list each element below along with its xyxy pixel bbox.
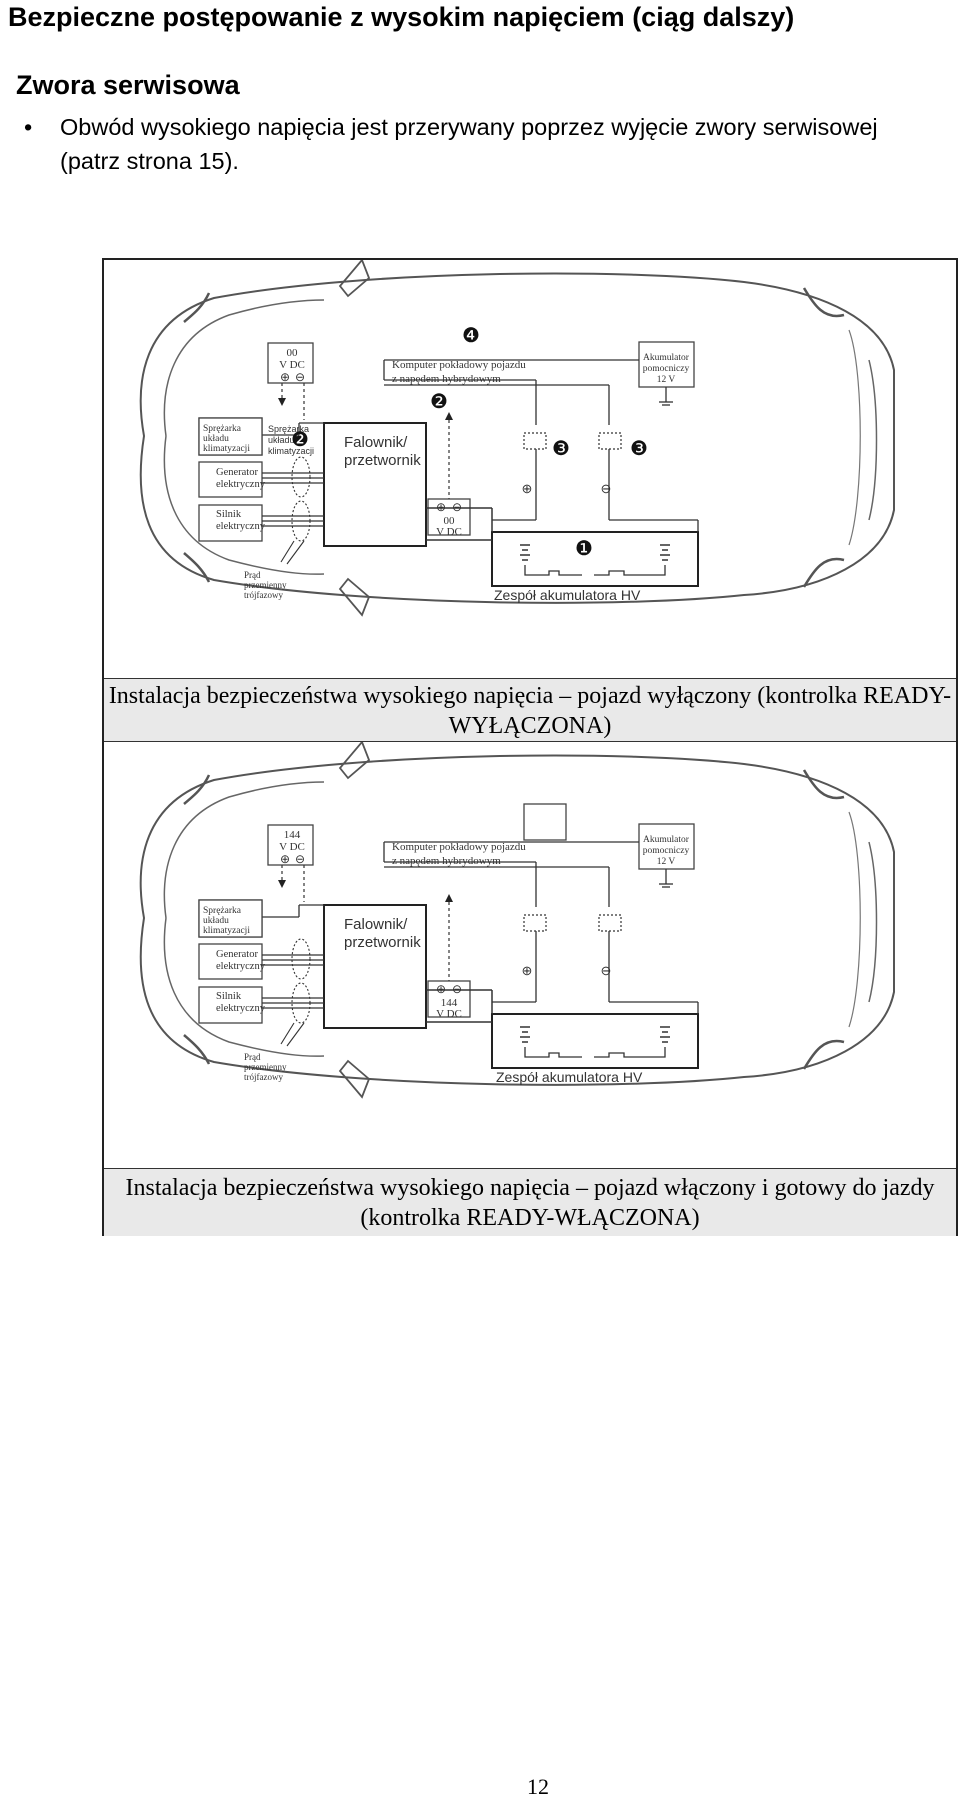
aux-battery-label-line-1: Akumulator [643, 835, 690, 845]
compressor-label-line-1: Sprężarka [203, 906, 242, 916]
marker-2-left-icon: ❷ [291, 427, 309, 451]
meter-inv-unit: V DC [436, 526, 462, 538]
diagram-labels: Sprężarka układu klimatyzacji Generator … [198, 323, 690, 603]
compressor-label-line-3: klimatyzacji [203, 926, 250, 936]
battery-minus-icon: ⊖ [601, 481, 612, 496]
computer-label-line-1: Komputer pokładowy pojazdu [392, 359, 526, 371]
caption-ready-on: Instalacja bezpieczeństwa wysokiego napi… [104, 1168, 956, 1236]
meter-top-unit: V DC [279, 841, 305, 853]
diagram-on-labels: Sprężarka układu klimatyzacji Generator … [203, 829, 690, 1085]
aux-battery-label-line-3: 12 V [657, 857, 676, 867]
compressor-label-line-1: Sprężarka [203, 424, 242, 434]
diagram-on: Sprężarka układu klimatyzacji Generator … [139, 742, 896, 1116]
diagram-off-labels: Sprężarka układu klimatyzacji Generator … [198, 323, 690, 603]
meter-inv-value: 144 [441, 997, 458, 1009]
ac-label-line-1: Prąd [244, 570, 261, 580]
inverter-label-line-2: przetwornik [344, 452, 421, 469]
generator-label-line-2: elektryczny [216, 961, 266, 972]
page-title: Bezpieczne postępowanie z wysokim napięc… [8, 2, 795, 32]
meter-inv-plus-icon: ⊕ [436, 500, 446, 514]
computer-label-line-2: z napędem hybrydowym [392, 373, 501, 385]
marker-3-right-icon: ❸ [630, 436, 648, 460]
compressor-label-line-2: układu [203, 916, 229, 926]
hv-safety-figure: Sprężarka układu klimatyzacji Sprężarka … [102, 258, 958, 1236]
meter-top-minus-icon: ⊖ [295, 852, 305, 866]
battery-plus-icon: ⊕ [522, 963, 533, 978]
marker-3-left-icon: ❸ [552, 436, 570, 460]
hv-battery-label: Zespół akumulatora HV [496, 1069, 643, 1085]
compressor-label-3: klimatyzacji [268, 446, 314, 456]
motor-label-line-1: Silnik [216, 509, 242, 520]
computer-label-line-2: z napędem hybrydowym [392, 855, 501, 867]
ac-label-line-2: przemienny [244, 1062, 287, 1072]
motor-label-line-2: elektryczny [216, 1003, 266, 1014]
meter-top-value: 144 [284, 829, 301, 841]
marker-1-icon: ❶ [575, 536, 593, 560]
aux-battery-label-line-1: Akumulator [643, 353, 690, 363]
meter-top-minus-icon: ⊖ [295, 370, 305, 384]
aux-battery-label-line-2: pomocniczy [643, 364, 690, 374]
inverter-label-line-1: Falownik/ [344, 434, 408, 451]
generator-label-line-1: Generator [216, 467, 258, 478]
page-number: 12 [527, 1774, 549, 1799]
battery-minus-icon: ⊖ [601, 963, 612, 978]
meter-inv-minus-icon: ⊖ [452, 982, 462, 996]
battery-plus-icon: ⊕ [522, 481, 533, 496]
marker-2-computer-icon: ❷ [430, 389, 448, 413]
ac-label-line-2: przemienny [244, 580, 287, 590]
inverter-label-line-1: Falownik/ [344, 916, 408, 933]
meter-inv-plus-icon: ⊕ [436, 982, 446, 996]
ac-label-line-3: trójfazowy [244, 1072, 283, 1082]
meter-top-plus-icon: ⊕ [280, 370, 290, 384]
meter-inv-unit: V DC [436, 1008, 462, 1020]
compressor-label-line-2: układu [203, 434, 229, 444]
aux-battery-label-line-3: 12 V [657, 375, 676, 385]
ac-label-line-1: Prąd [244, 1052, 261, 1062]
meter-inv-minus-icon: ⊖ [452, 500, 462, 514]
meter-top-value: 00 [287, 347, 299, 359]
bullet-icon: • [24, 114, 33, 140]
ac-label-line-3: trójfazowy [244, 590, 283, 600]
diagram-off: Sprężarka układu klimatyzacji [139, 260, 896, 634]
aux-battery-label-line-2: pomocniczy [643, 846, 690, 856]
generator-label-line-1: Generator [216, 949, 258, 960]
compressor-label-1: Sprężarka [268, 424, 309, 434]
meter-top-plus-icon: ⊕ [280, 852, 290, 866]
inverter-label-line-2: przetwornik [344, 934, 421, 951]
section-heading: Zwora serwisowa [16, 70, 240, 100]
caption-ready-off: Instalacja bezpieczeństwa wysokiego napi… [104, 678, 956, 742]
marker-4-icon: ❹ [462, 323, 480, 347]
computer-label-line-1: Komputer pokładowy pojazdu [392, 841, 526, 853]
motor-label-line-1: Silnik [216, 991, 242, 1002]
generator-label-line-2: elektryczny [216, 479, 266, 490]
meter-inv-value: 00 [444, 515, 456, 527]
meter-top-unit: V DC [279, 359, 305, 371]
compressor-label-2: układu [268, 435, 295, 445]
hv-diagrams: Sprężarka układu klimatyzacji [139, 260, 896, 634]
compressor-label-line-3: klimatyzacji [203, 444, 250, 454]
motor-label-line-2: elektryczny [216, 521, 266, 532]
hv-battery-label: Zespół akumulatora HV [494, 587, 641, 603]
bullet-text: Obwód wysokiego napięcia jest przerywany… [60, 114, 878, 174]
